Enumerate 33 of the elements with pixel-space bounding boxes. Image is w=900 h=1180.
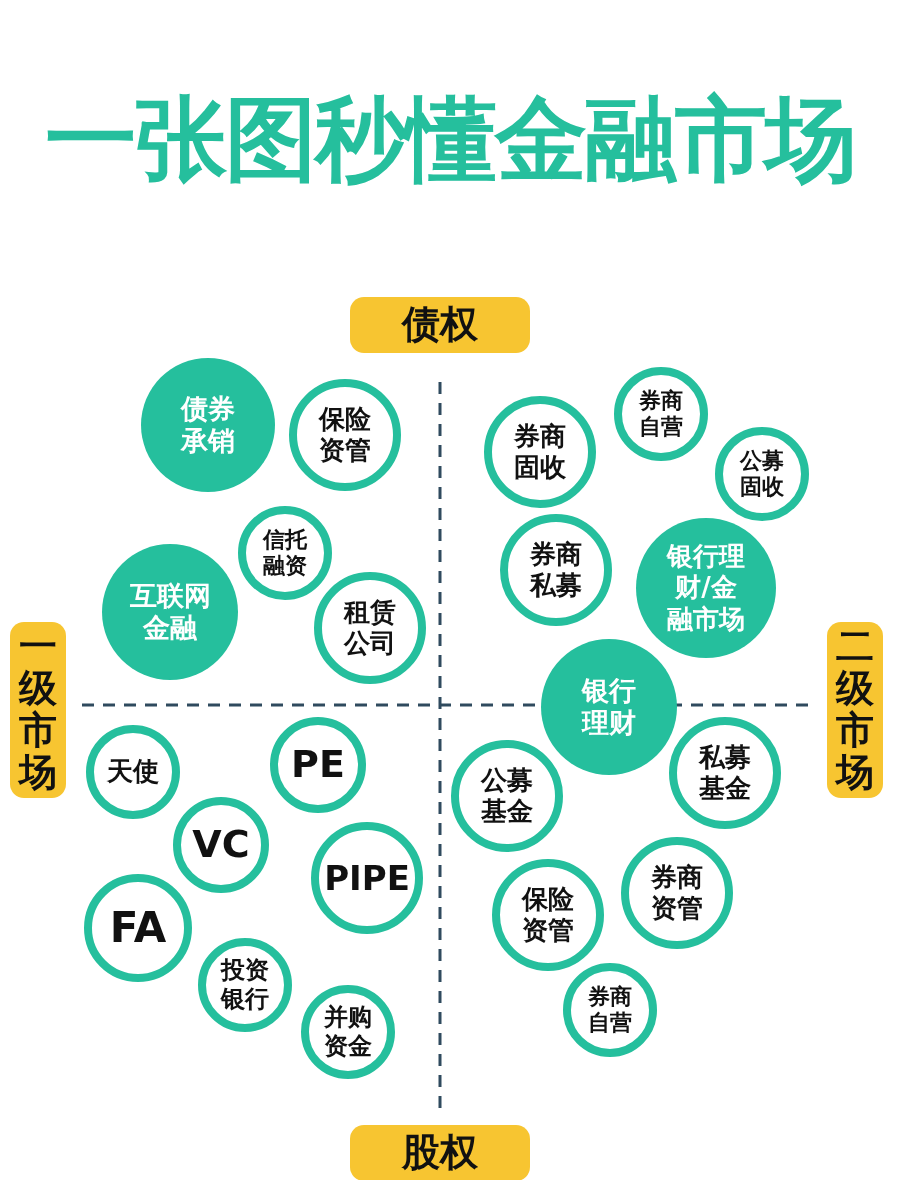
category-label: 券商自营 — [587, 983, 633, 1037]
axis-label: 债权 — [402, 302, 478, 348]
category-label: PE — [290, 742, 346, 788]
category-label: 租赁公司 — [342, 596, 397, 660]
category-label: VC — [191, 822, 251, 868]
category-label: 天使 — [106, 756, 160, 788]
category-label: 券商资管 — [650, 861, 704, 925]
axis-tag — [350, 1125, 530, 1180]
category-label: FA — [108, 902, 168, 954]
category-label: 债券承销 — [179, 392, 236, 458]
category-label: 银行理财 — [580, 674, 637, 740]
title: 一张图秒懂金融市场 — [44, 85, 856, 195]
category-label: 投资银行 — [219, 956, 270, 1014]
category-label: 信托融资 — [261, 526, 308, 580]
axis-tag — [350, 297, 530, 353]
category-label: 并购资金 — [323, 1003, 373, 1061]
category-label: 保险资管 — [520, 883, 575, 947]
category-label: 券商自营 — [638, 387, 684, 441]
axis-label: 一级市场 — [19, 626, 57, 794]
category-label: 私募基金 — [697, 741, 752, 805]
axis-tag — [10, 622, 66, 798]
category-label: 保险资管 — [317, 403, 372, 467]
axis-label: 股权 — [402, 1130, 478, 1176]
category-label: 互联网金融 — [128, 579, 212, 645]
axis-tag — [827, 622, 883, 798]
category-label: 公募固收 — [738, 447, 785, 501]
category-label: 银行理财/金融市场 — [665, 541, 746, 635]
axis-label: 二级市场 — [836, 626, 874, 794]
category-circle — [238, 506, 332, 600]
category-label: 公募基金 — [479, 764, 534, 828]
category-label: 券商私募 — [528, 538, 583, 602]
category-label: 券商固收 — [513, 420, 567, 484]
category-label: PIPE — [324, 857, 410, 899]
